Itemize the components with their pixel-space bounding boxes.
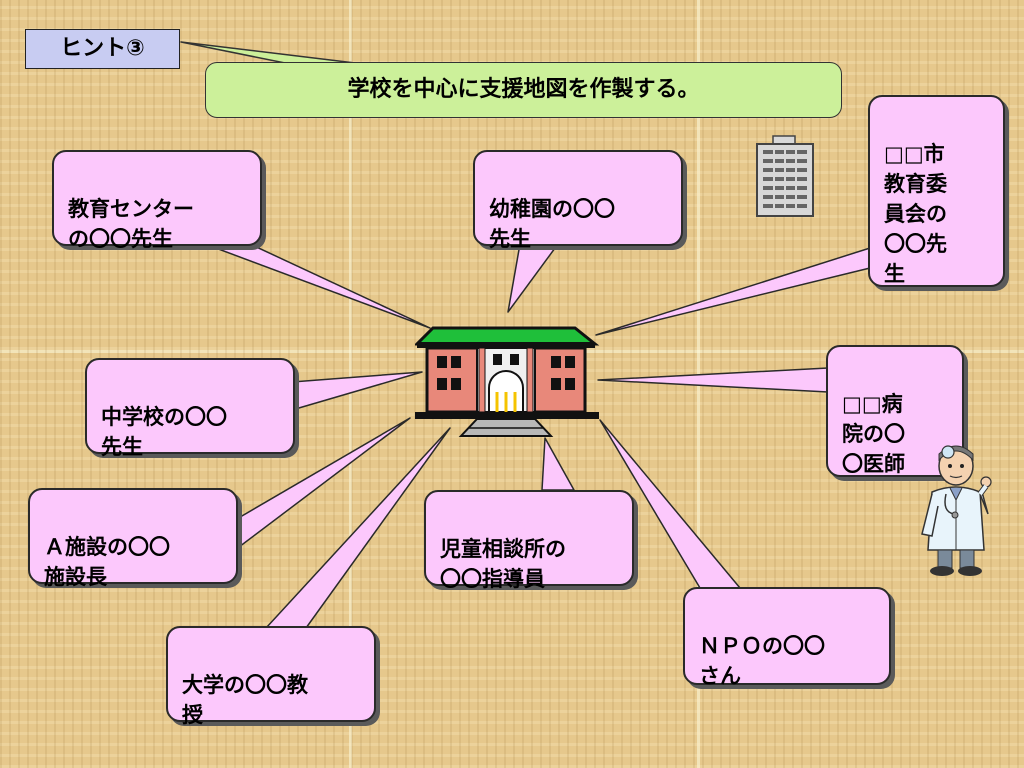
bubble-university: 大学の〇〇教 授: [166, 626, 376, 727]
school-building-icon: [415, 326, 600, 437]
tail-junior-high: [291, 371, 423, 411]
hint-label: ヒント③: [25, 29, 180, 69]
bubble-text: Ａ施設の〇〇 施設長: [44, 535, 170, 589]
tail-education-center: [204, 243, 431, 329]
bubble-text: ＮＰＯの〇〇 さん: [699, 634, 825, 688]
bubble-child-guidance: 児童相談所の 〇〇指導員: [424, 490, 634, 591]
hint-label-text: ヒント③: [60, 36, 145, 61]
bubble-npo: ＮＰＯの〇〇 さん: [683, 587, 891, 688]
bubble-text: 児童相談所の 〇〇指導員: [440, 537, 566, 591]
tail-hospital: [597, 367, 829, 393]
bubble-text: □□市 教育委 員会の 〇〇先 生: [884, 142, 947, 286]
tail-kindergarten: [507, 243, 559, 313]
bubble-text: 大学の〇〇教 授: [182, 673, 308, 727]
tail-child-guidance: [541, 437, 575, 491]
bubble-hospital: □□病 院の〇 〇医師: [826, 345, 964, 477]
doctor-icon: [921, 445, 992, 576]
bubble-text: 中学校の〇〇 先生: [101, 405, 227, 459]
bubble-junior-high: 中学校の〇〇 先生: [85, 358, 295, 459]
bubble-kindergarten: 幼稚園の〇〇 先生: [473, 150, 683, 251]
bubble-board-of-education: □□市 教育委 員会の 〇〇先 生: [868, 95, 1005, 287]
subtitle-text: 学校を中心に支援地図を作製する。: [347, 77, 700, 102]
bubble-text: 教育センター の〇〇先生: [68, 197, 194, 251]
bubble-facility-a: Ａ施設の〇〇 施設長: [28, 488, 238, 589]
tail-board-of-education: [595, 247, 871, 336]
office-building-icon: [756, 135, 814, 217]
bubble-text: 幼稚園の〇〇 先生: [489, 197, 615, 251]
subtitle-banner: 学校を中心に支援地図を作製する。: [205, 62, 842, 118]
bubble-text: □□病 院の〇 〇医師: [842, 392, 905, 476]
bubble-education-center: 教育センター の〇〇先生: [52, 150, 262, 251]
